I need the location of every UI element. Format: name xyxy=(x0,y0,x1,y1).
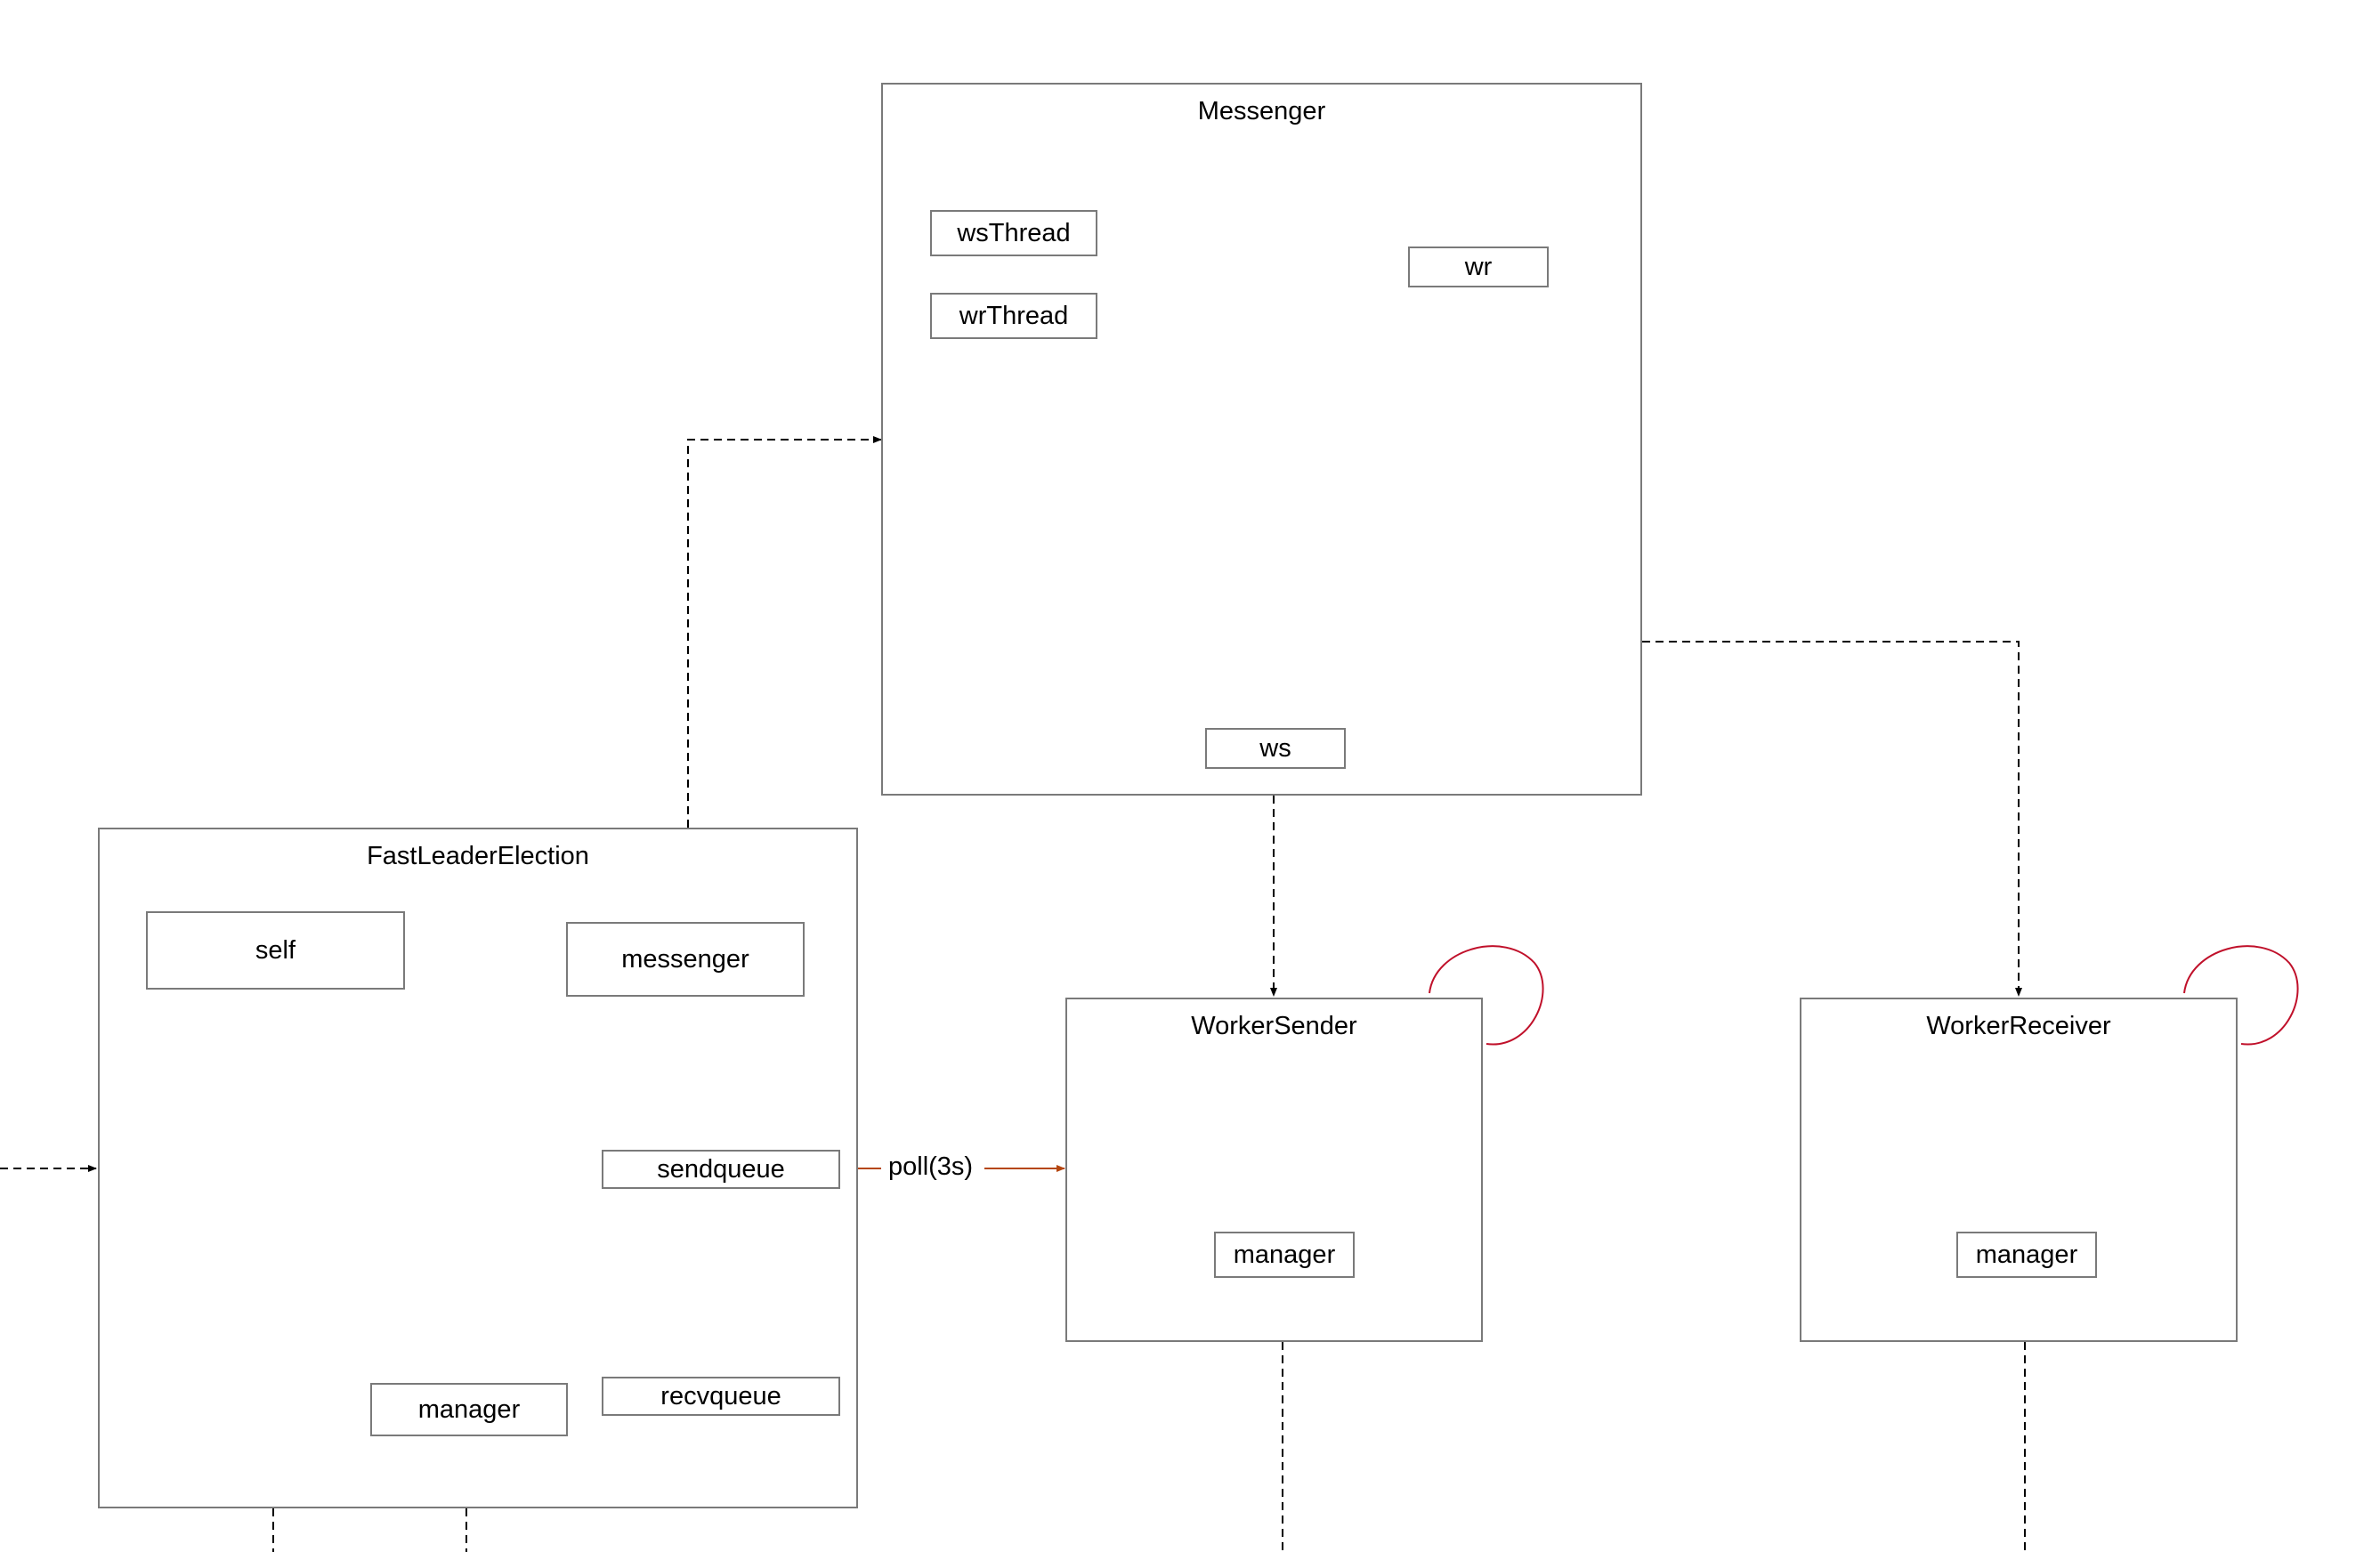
workersender-class-box[interactable]: WorkerSender manager xyxy=(1065,998,1483,1342)
field-wr[interactable]: wr xyxy=(1408,247,1549,287)
edge-messenger-to-workerreceiver xyxy=(1642,641,2022,997)
field-workerreceiver-manager[interactable]: manager xyxy=(1956,1232,2097,1278)
poll-edge-label: poll(3s) xyxy=(885,1152,977,1182)
workerreceiver-loop-arc xyxy=(2183,945,2299,1046)
field-wsthread[interactable]: wsThread xyxy=(930,210,1097,256)
fastleaderelection-class-box[interactable]: FastLeaderElection self messenger sendqu… xyxy=(98,828,858,1508)
field-manager[interactable]: manager xyxy=(370,1383,568,1436)
field-self[interactable]: self xyxy=(146,911,405,990)
edge-fle-to-messenger xyxy=(687,436,882,828)
field-sendqueue[interactable]: sendqueue xyxy=(602,1150,840,1189)
workerreceiver-title: WorkerReceiver xyxy=(1926,1012,2111,1040)
field-messenger[interactable]: messenger xyxy=(566,922,805,997)
workersender-loop-arc xyxy=(1429,945,1544,1046)
messenger-title: Messenger xyxy=(1197,97,1326,125)
field-recvqueue[interactable]: recvqueue xyxy=(602,1377,840,1416)
field-ws[interactable]: ws xyxy=(1205,728,1346,769)
workersender-title: WorkerSender xyxy=(1191,1012,1357,1040)
messenger-class-box[interactable]: Messenger wsThread wrThread wr ws xyxy=(881,83,1642,796)
field-workersender-manager[interactable]: manager xyxy=(1214,1232,1355,1278)
field-wrthread[interactable]: wrThread xyxy=(930,293,1097,339)
workerreceiver-class-box[interactable]: WorkerReceiver manager xyxy=(1800,998,2238,1342)
fastleaderelection-title: FastLeaderElection xyxy=(367,842,589,870)
